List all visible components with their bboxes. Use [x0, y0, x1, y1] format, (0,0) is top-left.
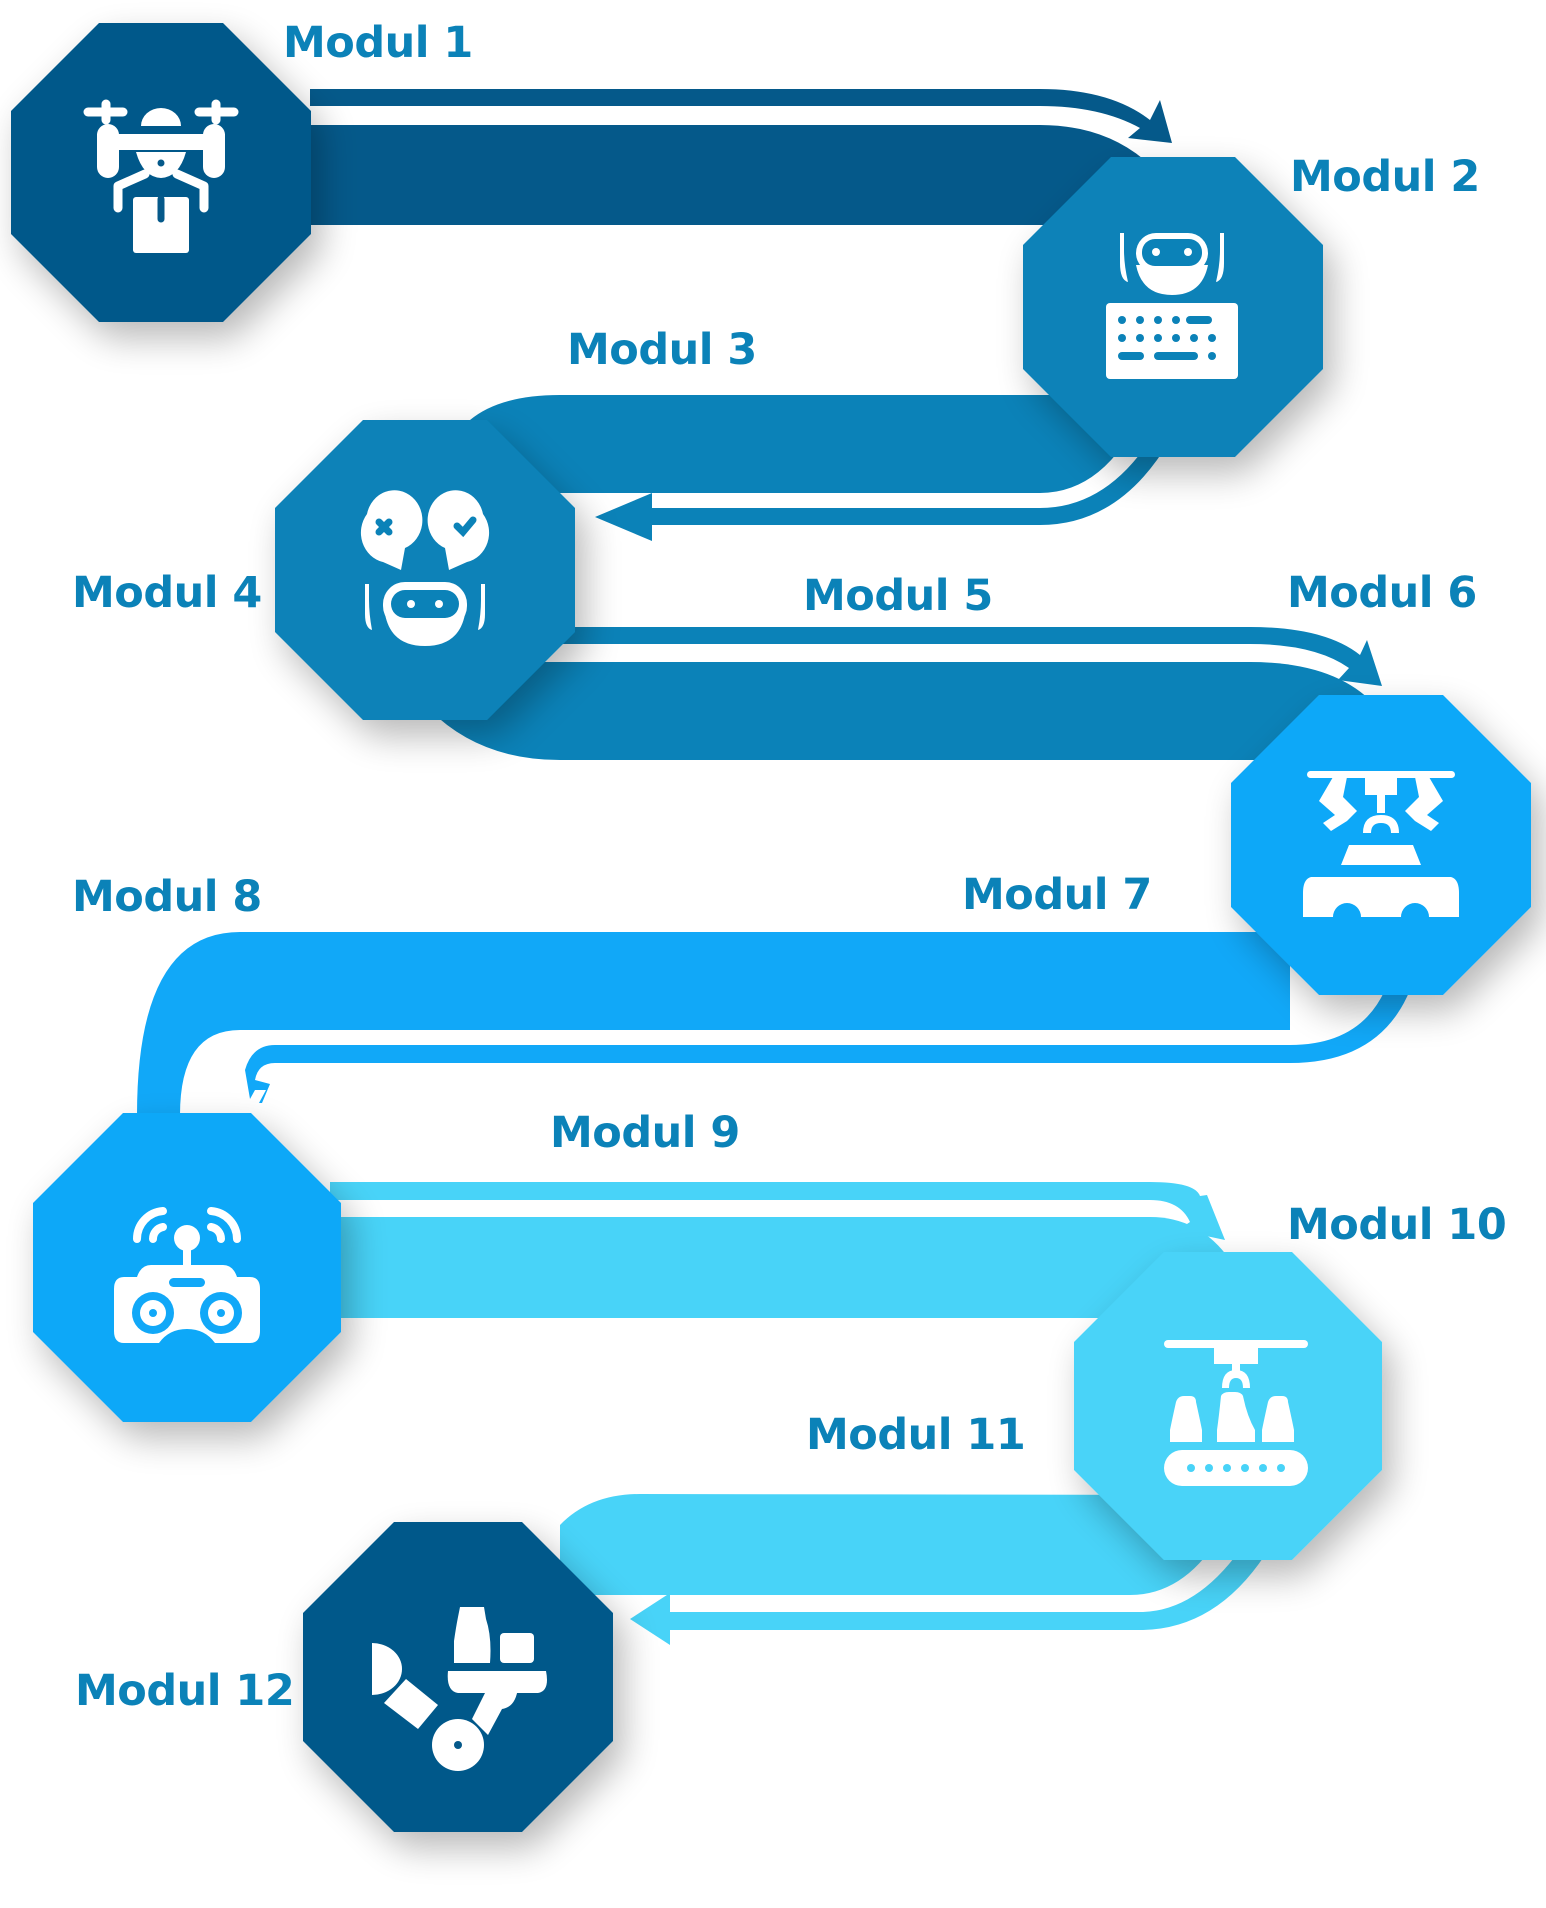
module-1-label: Modul 1: [283, 18, 473, 68]
band-2-4: [470, 395, 1150, 493]
module-4-label: Modul 4: [72, 568, 262, 618]
remote-controller-icon: [114, 1207, 260, 1343]
module-10-label: Modul 10: [1287, 1200, 1507, 1250]
connector-6-8: [137, 932, 1410, 1115]
robot-decision-icon: [360, 490, 490, 646]
drone-delivery-icon: [83, 99, 239, 253]
band-4-6: [430, 662, 1370, 760]
arrow-6-8: [245, 990, 1410, 1103]
band-8-10: [330, 1217, 1230, 1318]
module-4-node[interactable]: [275, 420, 575, 720]
arrow-1-2: [310, 89, 1172, 143]
car-assembly-robot-icon: [1303, 771, 1459, 917]
band-1-2: [300, 125, 1160, 225]
band-6-8: [137, 932, 1290, 1115]
band-10-12: [560, 1494, 1240, 1595]
connector-8-10: [330, 1182, 1230, 1318]
arrow-8-10: [330, 1182, 1225, 1240]
arrow-10-12: [630, 1550, 1265, 1645]
module-6-label: Modul 6: [1287, 568, 1477, 618]
module-8-label: Modul 8: [72, 872, 262, 922]
robot-arm-tray-icon: [372, 1607, 547, 1771]
connector-1-2: [300, 89, 1172, 225]
connector-2-4: [470, 395, 1170, 541]
module-2-label: Modul 2: [1290, 152, 1480, 202]
module-4-octagon: [275, 420, 575, 720]
arrow-4-6: [560, 627, 1382, 686]
arrow-2-4: [595, 440, 1170, 541]
connector-4-6: [430, 627, 1382, 760]
module-3-label: Modul 3: [567, 325, 757, 375]
conveyor-bottling-icon: [1164, 1340, 1308, 1486]
module-11-label: Modul 11: [806, 1410, 1026, 1460]
robot-keyboard-icon: [1106, 233, 1238, 379]
module-5-label: Modul 5: [803, 571, 993, 621]
module-12-label: Modul 12: [75, 1666, 295, 1716]
module-9-label: Modul 9: [550, 1108, 740, 1158]
connector-10-12: [560, 1494, 1265, 1645]
module-7-label: Modul 7: [962, 870, 1152, 920]
